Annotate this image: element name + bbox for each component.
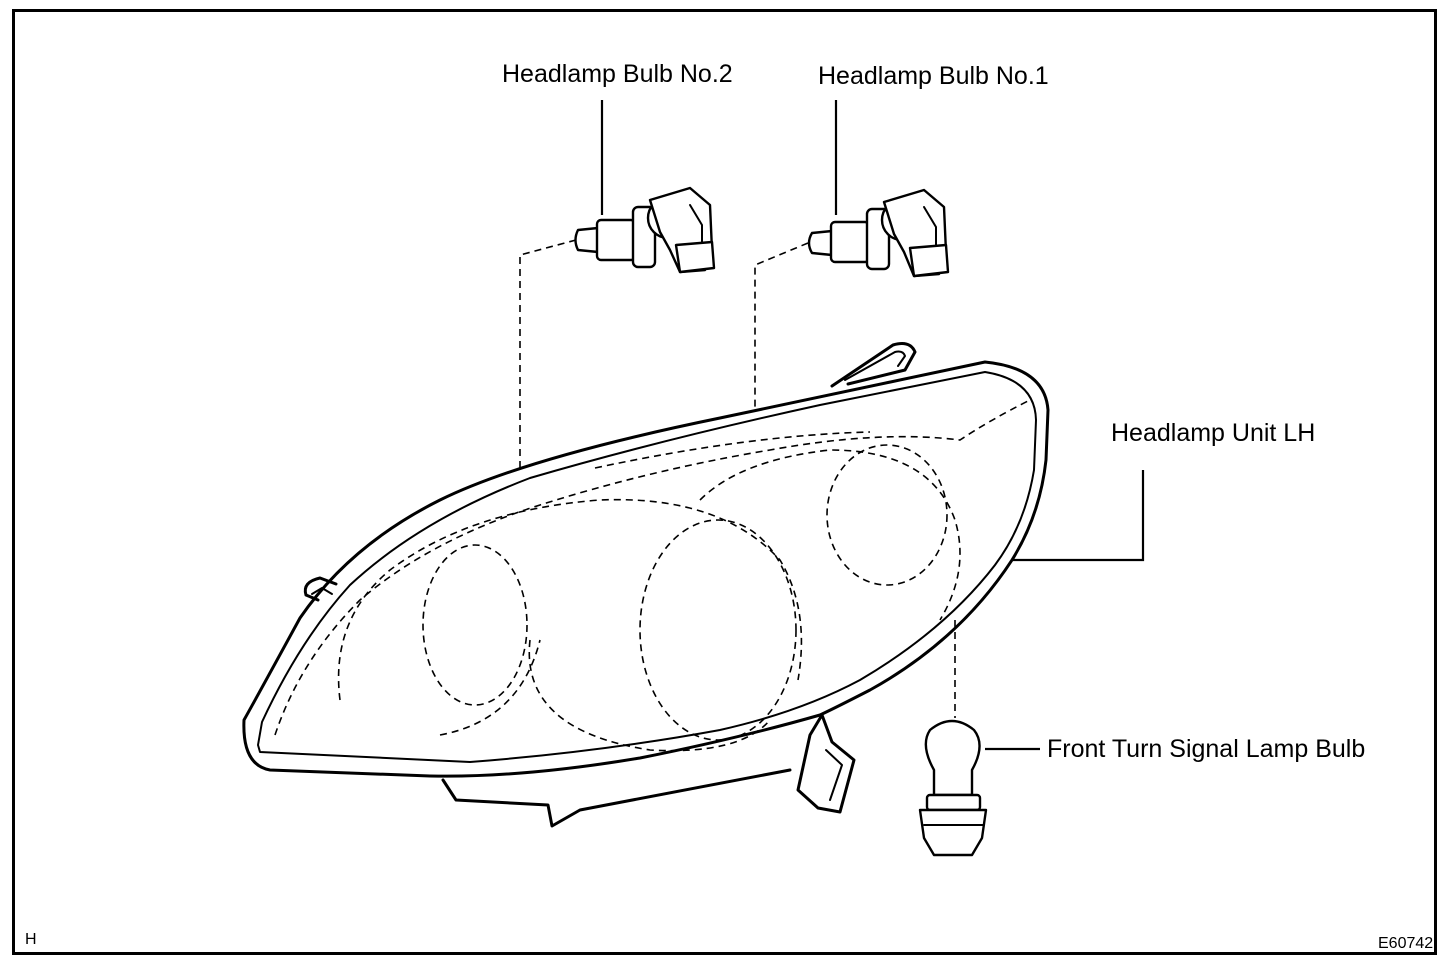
bulb1-alignment-line xyxy=(754,242,809,408)
headlamp-unit-lh xyxy=(242,342,1050,828)
label-headlamp-bulb-no1: Headlamp Bulb No.1 xyxy=(818,62,1049,90)
corner-code: H xyxy=(25,931,37,948)
unit-leader-line xyxy=(1012,470,1145,562)
headlamp-bulb-no1 xyxy=(807,188,950,278)
bulb2-alignment-line xyxy=(519,239,577,468)
diagram-frame xyxy=(12,9,1437,955)
figure-id: E60742 xyxy=(1378,935,1434,952)
front-turn-signal-lamp-bulb xyxy=(918,719,988,857)
label-headlamp-bulb-no2: Headlamp Bulb No.2 xyxy=(502,60,733,88)
headlamp-bulb-no2 xyxy=(574,186,716,274)
label-headlamp-unit-lh: Headlamp Unit LH xyxy=(1111,419,1316,447)
label-front-turn-signal-lamp-bulb: Front Turn Signal Lamp Bulb xyxy=(1047,735,1366,763)
